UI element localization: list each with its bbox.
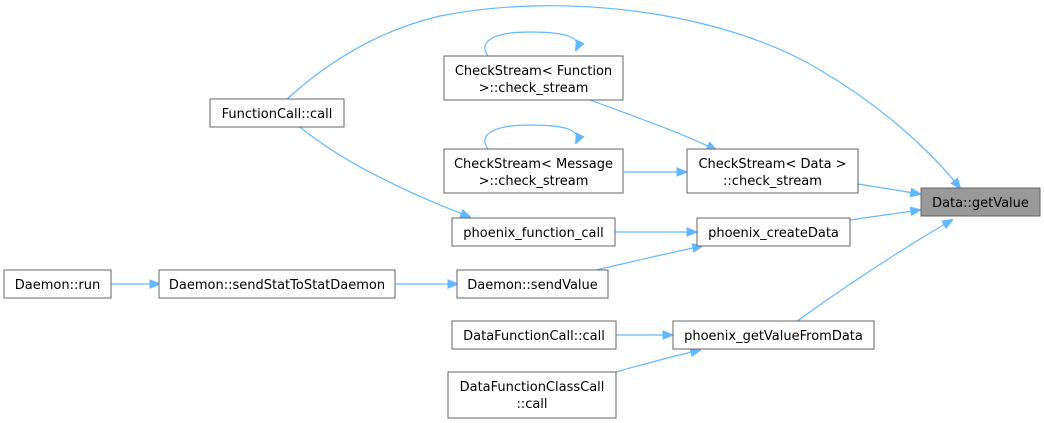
node-checkstream-function[interactable]: CheckStream< Function >::check_stream (443, 55, 624, 101)
node-label: Daemon::run (15, 278, 100, 293)
node-functioncall-call[interactable]: FunctionCall::call (209, 98, 345, 128)
node-label: FunctionCall::call (222, 107, 333, 122)
node-phoenix-createdata[interactable]: phoenix_createData (696, 217, 851, 247)
node-datafunctioncall-call[interactable]: DataFunctionCall::call (451, 320, 617, 350)
node-checkstream-message[interactable]: CheckStream< Message >::check_stream (443, 148, 624, 194)
edge-checkstream-function-to-checkstream-data (589, 99, 716, 150)
node-label: DataFunctionCall::call (463, 329, 605, 344)
edge-createdata-to-getvalue (849, 210, 920, 221)
node-label-line-2: >::check_stream (479, 174, 589, 189)
edge-functioncall-to-phoenixfunctioncall (299, 126, 470, 217)
node-daemon-sendstattostatdaemon[interactable]: Daemon::sendStatToStatDaemon (158, 269, 396, 299)
edge-sendvalue-to-createdata (595, 246, 702, 271)
node-phoenix-function-call[interactable]: phoenix_function_call (451, 217, 616, 247)
nodes: Data::getValue FunctionCall::call CheckS… (3, 55, 1041, 419)
edge-checkstream-function-selfloop (484, 31, 577, 57)
node-datafunctionclasscall-call[interactable]: DataFunctionClassCall ::call (447, 371, 617, 419)
edge-checkstream-message-selfloop (484, 124, 577, 150)
node-label-line-1: DataFunctionClassCall (460, 380, 605, 395)
node-label: phoenix_getValueFromData (684, 329, 863, 344)
node-label-line-1: CheckStream< Message (454, 157, 613, 172)
node-daemon-run[interactable]: Daemon::run (3, 269, 112, 299)
node-label: Data::getValue (932, 196, 1029, 211)
node-daemon-sendvalue[interactable]: Daemon::sendValue (456, 269, 609, 299)
node-label-line-1: CheckStream< Function (455, 64, 612, 79)
node-label: Daemon::sendValue (467, 278, 598, 293)
edge-getvaluefromdata-to-getvalue (795, 220, 952, 323)
edge-functioncall-to-getvalue (286, 5, 960, 188)
node-label-line-2: ::call (516, 397, 547, 412)
edges (111, 5, 960, 373)
node-label: phoenix_function_call (463, 226, 603, 241)
node-phoenix-getvaluefromdata[interactable]: phoenix_getValueFromData (672, 320, 875, 350)
node-label: Daemon::sendStatToStatDaemon (169, 278, 385, 293)
edge-checkstream-data-to-getvalue (857, 183, 920, 194)
node-label: phoenix_createData (708, 226, 839, 241)
node-label-line-2: ::check_stream (723, 174, 822, 189)
node-data-getvalue[interactable]: Data::getValue (920, 187, 1041, 217)
node-checkstream-data[interactable]: CheckStream< Data > ::check_stream (686, 148, 859, 194)
node-label-line-2: >::check_stream (479, 81, 589, 96)
edge-datafunctionclasscall-to-getvaluefromdata (615, 350, 700, 373)
node-label-line-1: CheckStream< Data > (698, 157, 846, 172)
